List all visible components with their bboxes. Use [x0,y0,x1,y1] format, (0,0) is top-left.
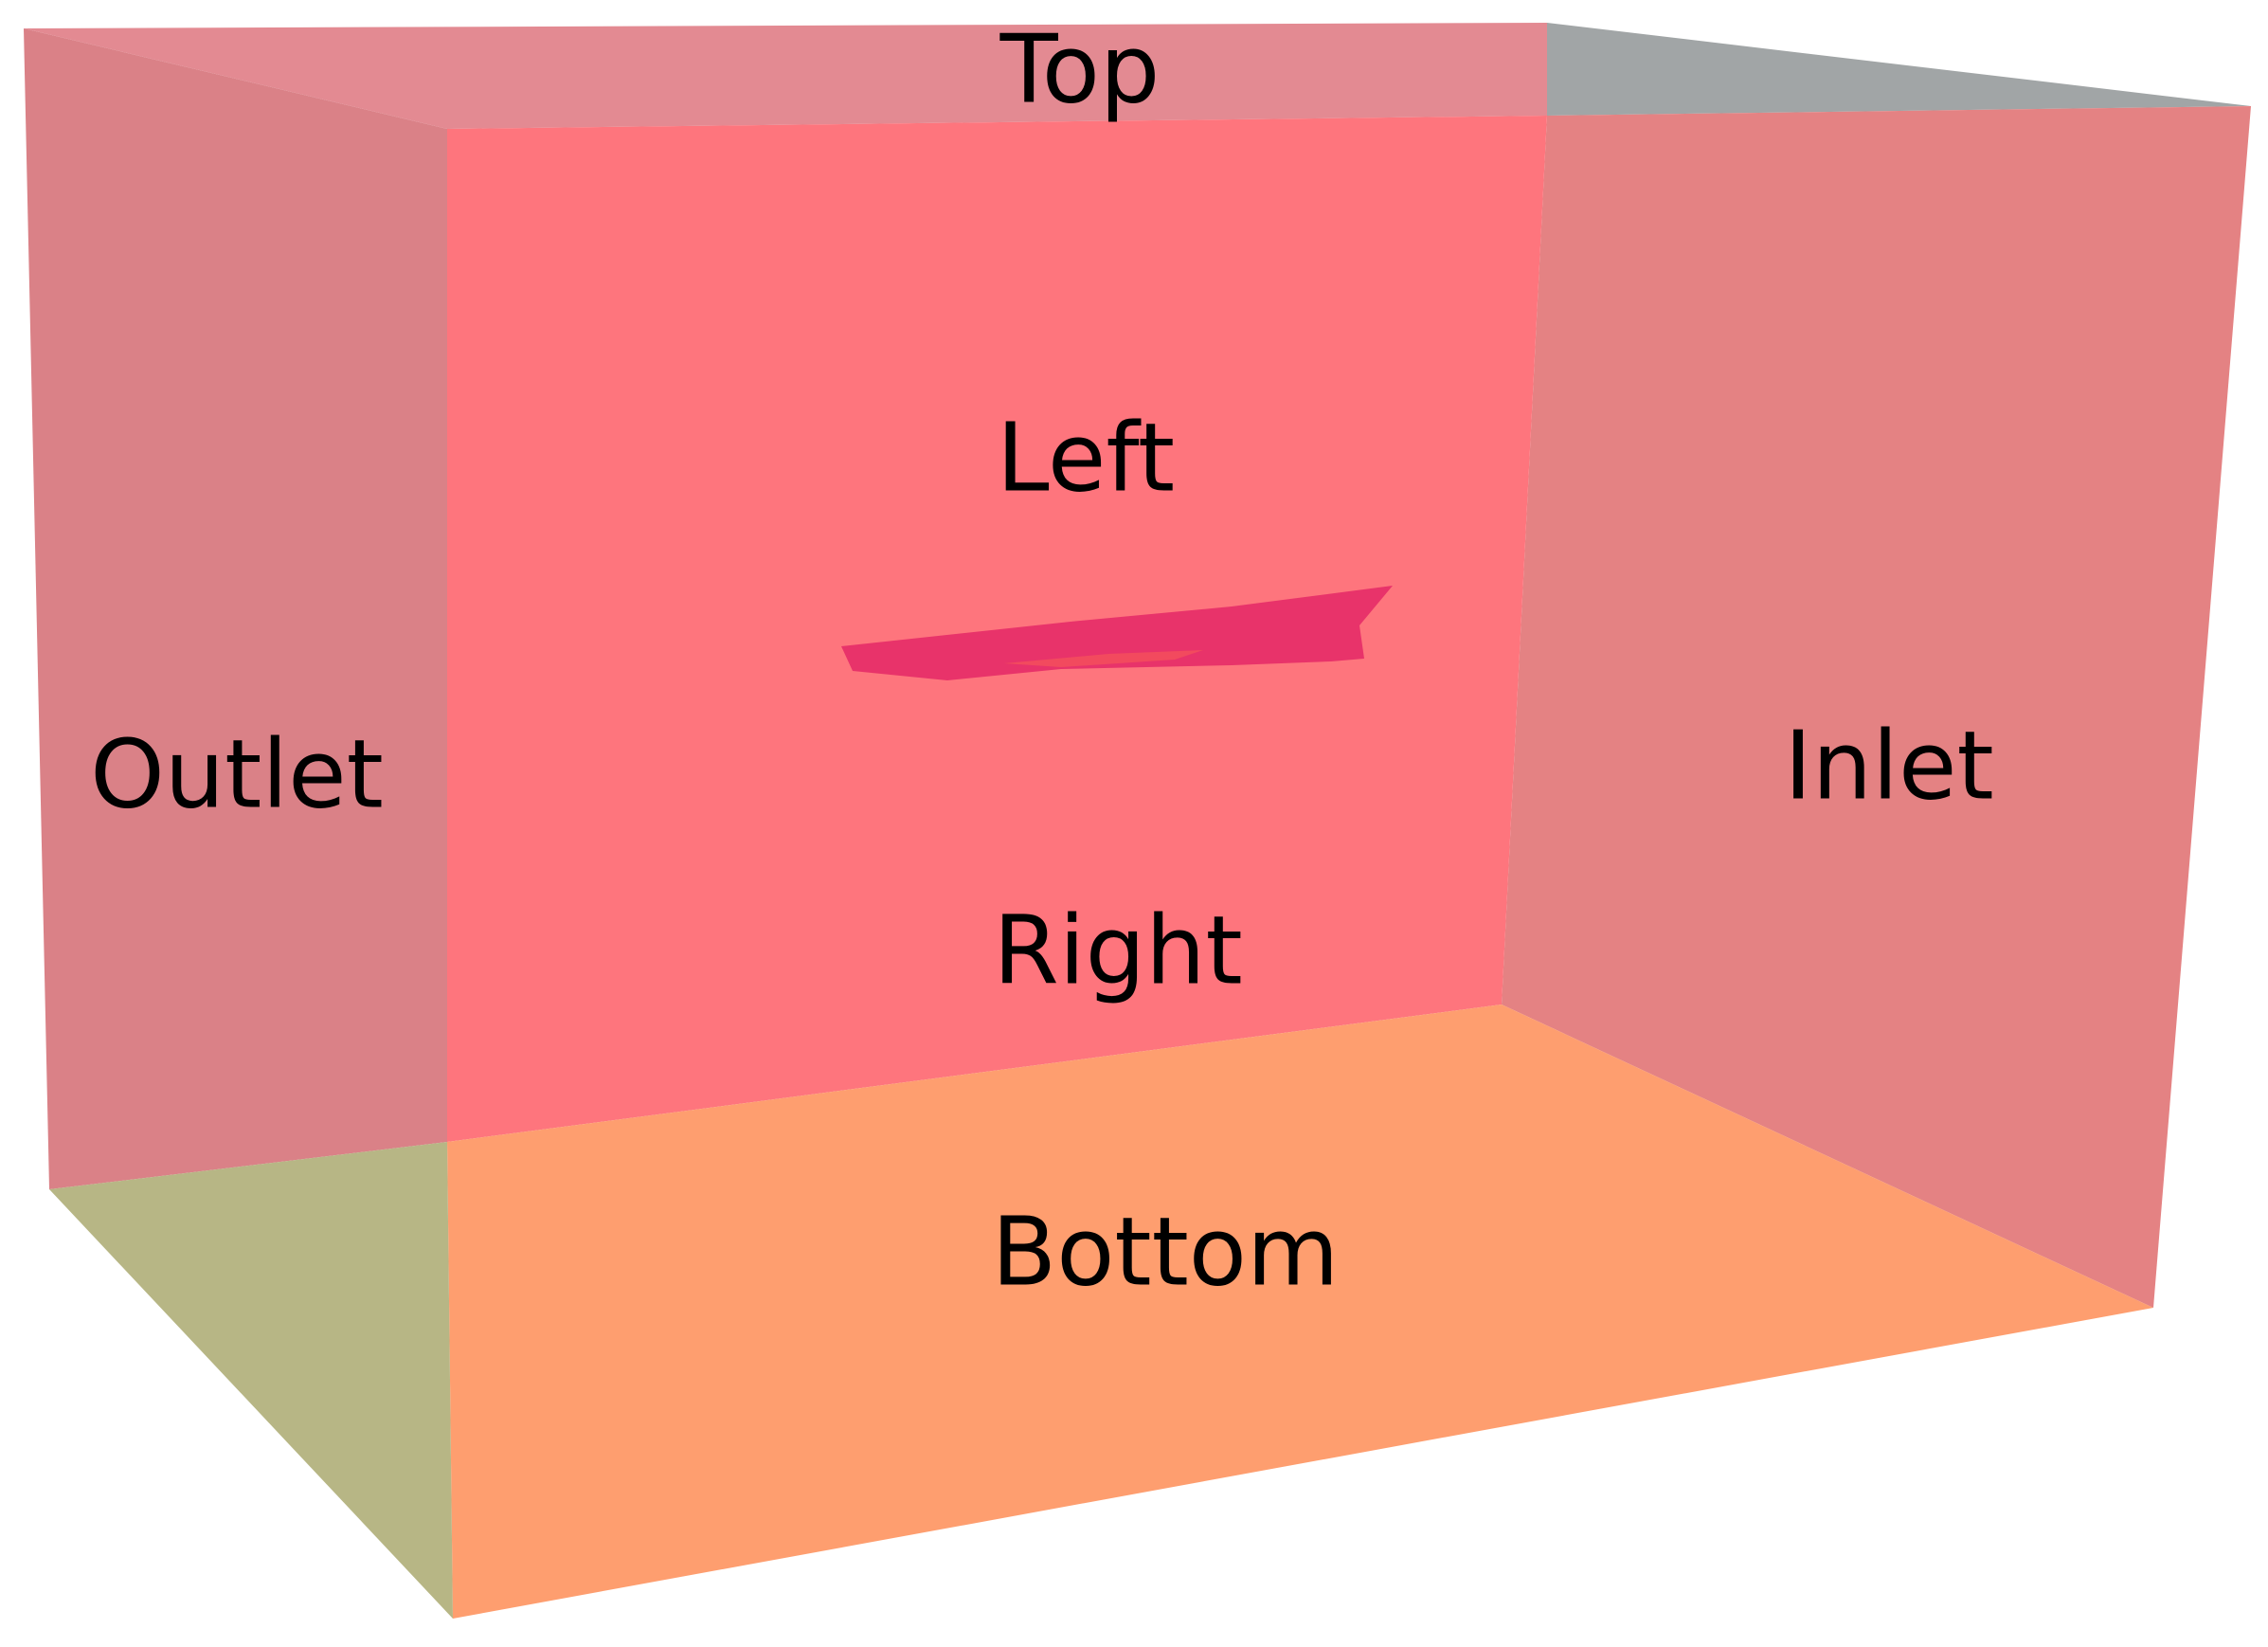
ship-hull [841,586,1393,680]
ship-deck-stripe [1004,650,1203,667]
label-top: Top [999,13,1161,124]
outlet-face [24,28,447,1189]
inlet-face [1502,106,2251,1308]
top-corner-face [1547,23,2251,116]
label-bottom: Bottom [992,1196,1340,1307]
top-face [24,23,1547,129]
ship-hull-body [841,586,1393,680]
label-right: Right [993,895,1242,1005]
bottom-face [447,1004,2153,1619]
label-inlet: Inlet [1784,710,1993,821]
left-face [447,116,1547,1142]
label-left: Left [997,402,1175,513]
label-outlet: Outlet [90,718,384,829]
bottom-corner-face [49,1142,453,1619]
